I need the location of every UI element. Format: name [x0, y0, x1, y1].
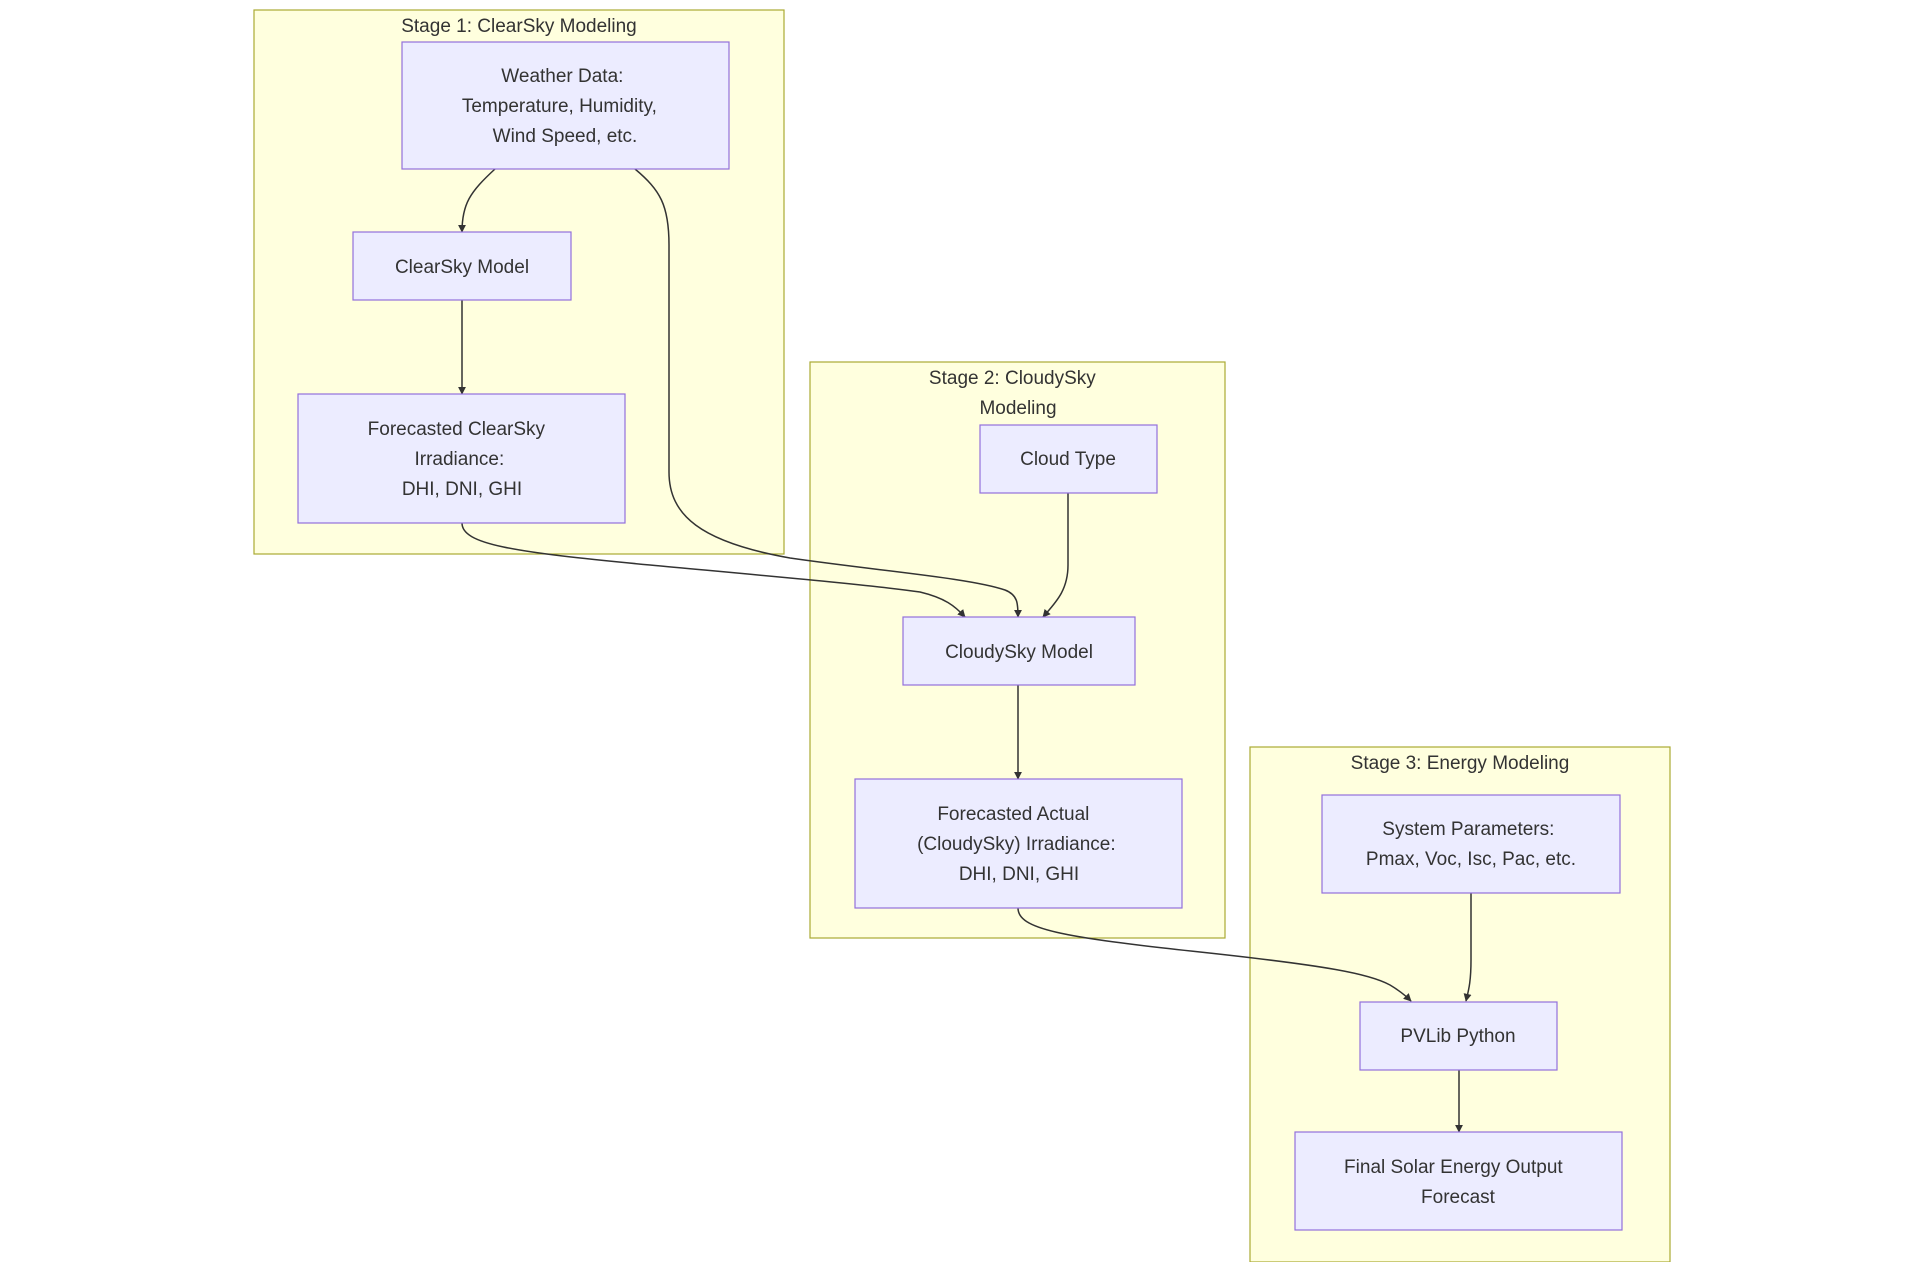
- edges: [458, 168, 1472, 1133]
- node-cloudysky-model: CloudySky Model: [902, 616, 1136, 686]
- cluster-stage3-title: Stage 3: Energy Modeling: [1351, 753, 1570, 774]
- node-text-line: DHI, DNI, GHI: [402, 479, 522, 500]
- node-clearsky-model-text: ClearSky Model: [395, 257, 529, 278]
- node-text-line: Forecast: [1421, 1187, 1496, 1208]
- node-text-line: Temperature, Humidity,: [462, 96, 657, 117]
- node-text-line: Irradiance:: [414, 449, 504, 470]
- node-system-parameters-text: System Parameters: Pmax, Voc, Isc, Pac, …: [1366, 819, 1576, 870]
- node-clearsky-model: ClearSky Model: [352, 231, 572, 301]
- node-text-line: Wind Speed, etc.: [493, 126, 638, 147]
- node-text-line: Final Solar Energy Output: [1344, 1157, 1563, 1178]
- node-forecasted-actual-irradiance-text: Forecasted Actual (CloudySky) Irradiance…: [917, 804, 1121, 885]
- node-pvlib-python: PVLib Python: [1359, 1001, 1558, 1071]
- node-forecasted-actual-irradiance: Forecasted Actual (CloudySky) Irradiance…: [854, 778, 1183, 909]
- node-text-line: Weather Data:: [501, 66, 623, 87]
- node-system-parameters: System Parameters: Pmax, Voc, Isc, Pac, …: [1321, 794, 1621, 894]
- node-text-line: DHI, DNI, GHI: [959, 864, 1079, 885]
- cluster-stage2-title-line: Stage 2: CloudySky: [929, 368, 1096, 389]
- node-text-line: PVLib Python: [1400, 1026, 1515, 1047]
- edge-weather-to-cloudysky-model: [634, 168, 1022, 618]
- node-text-line: Forecasted Actual: [937, 804, 1089, 825]
- node-text-line: Cloud Type: [1020, 449, 1116, 470]
- node-forecasted-clearsky-irradiance-text: Forecasted ClearSky Irradiance: DHI, DNI…: [368, 419, 551, 500]
- cluster-stage2-title: Stage 2: CloudySky Modeling: [929, 368, 1101, 419]
- edge-weather-to-clearsky-model: [458, 168, 496, 233]
- edge-cloud-type-to-cloudysky-model: [1042, 493, 1069, 618]
- node-weather-data-text: Weather Data: Temperature, Humidity, Win…: [462, 66, 662, 147]
- node-text-line: System Parameters:: [1382, 819, 1554, 840]
- node-text-line: (CloudySky) Irradiance:: [917, 834, 1116, 855]
- node-cloud-type-text: Cloud Type: [1020, 449, 1116, 470]
- node-weather-data: Weather Data: Temperature, Humidity, Win…: [401, 41, 730, 170]
- node-final-solar-energy-output: Final Solar Energy Output Forecast: [1294, 1131, 1623, 1231]
- edge-system-params-to-pvlib: [1463, 893, 1472, 1002]
- node-text-line: CloudySky Model: [945, 642, 1093, 663]
- node-cloudysky-model-text: CloudySky Model: [945, 642, 1093, 663]
- cluster-stage1-title: Stage 1: ClearSky Modeling: [401, 16, 637, 37]
- node-text-line: Forecasted ClearSky: [368, 419, 546, 440]
- edge-actual-irradiance-to-pvlib: [1017, 907, 1412, 1002]
- cluster-stage3-title-line: Stage 3: Energy Modeling: [1351, 753, 1570, 774]
- node-text-line: Pmax, Voc, Isc, Pac, etc.: [1366, 849, 1576, 870]
- node-final-solar-energy-output-text: Final Solar Energy Output Forecast: [1344, 1157, 1568, 1208]
- node-forecasted-clearsky-irradiance: Forecasted ClearSky Irradiance: DHI, DNI…: [297, 393, 626, 524]
- node-pvlib-python-text: PVLib Python: [1400, 1026, 1515, 1047]
- edge-clearsky-irradiance-to-cloudysky-model: [461, 522, 966, 618]
- cluster-stage1-title-line: Stage 1: ClearSky Modeling: [401, 16, 637, 37]
- node-text-line: ClearSky Model: [395, 257, 529, 278]
- cluster-stage2-title-line: Modeling: [979, 398, 1056, 419]
- node-cloud-type: Cloud Type: [979, 424, 1158, 494]
